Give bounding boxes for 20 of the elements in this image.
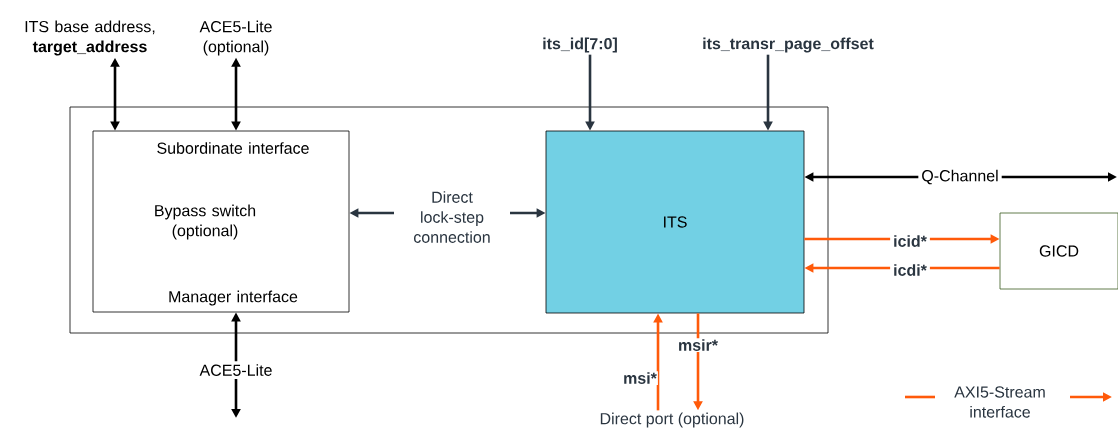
edge-label: ACE5-Lite: [196, 361, 276, 379]
edge-label: Direct lock-step connection: [394, 188, 510, 246]
its-box: ITS: [545, 130, 805, 314]
bypass-switch-box: [92, 130, 350, 313]
interface-label: Manager interface: [169, 290, 298, 306]
gicd-box: GICD: [999, 212, 1118, 290]
legend-label: AXI5-Stream interface: [954, 386, 1045, 418]
edge-label: msir*: [677, 338, 719, 352]
edge-label: msi*: [622, 371, 658, 385]
port-label: ACE5-Lite (optional): [199, 20, 272, 56]
signal-label: its_transr_page_offset: [703, 37, 874, 53]
edge-label: icid*: [890, 232, 930, 250]
address-label: ITS base address, target_address: [25, 20, 155, 56]
signal-label: its_id[7:0]: [543, 37, 617, 53]
edge-label: icdi*: [890, 261, 930, 279]
edge-label: Q-Channel: [918, 166, 1002, 188]
interface-label: Subordinate interface: [157, 142, 309, 154]
interface-label: Bypass switch (optional): [155, 204, 256, 240]
outer-frame: [69, 106, 829, 334]
port-label: Direct port (optional): [600, 412, 744, 428]
